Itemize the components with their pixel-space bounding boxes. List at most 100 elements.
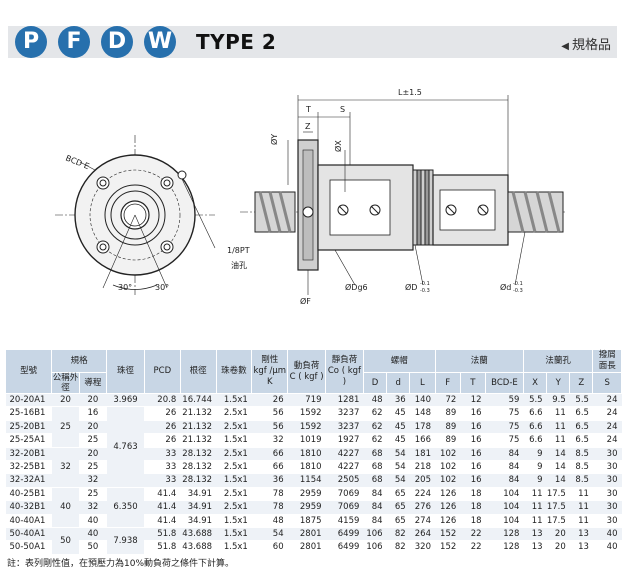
cell-nut-d-inner: 54: [386, 447, 410, 462]
cell-hole-x: 5.5: [523, 393, 547, 408]
cell-nut-d-inner: 65: [386, 487, 410, 502]
cell-circuits: 2.5x1: [216, 460, 252, 475]
cell-static-load: 3237: [325, 420, 364, 435]
cell-hole-x: 9: [523, 473, 547, 488]
cell-dyn-load: 1875: [287, 514, 326, 529]
cell-stiffness: 54: [251, 527, 288, 542]
cell-model: 25-25A1: [5, 433, 52, 448]
cell-hole-z: 11: [569, 500, 593, 515]
spec-link[interactable]: ◀規格品: [561, 34, 611, 53]
dim-t: T: [305, 105, 311, 114]
cell-dyn-load: 2959: [287, 487, 326, 502]
cell-dyn-load: 1019: [287, 433, 326, 448]
cell-hole-y: 17.5: [546, 487, 570, 502]
cell-model: 25-16B1: [5, 406, 52, 421]
cell-bcd-e: 84: [485, 447, 524, 462]
cell-hole-x: 6.6: [523, 420, 547, 435]
cell-dyn-load: 1592: [287, 420, 326, 435]
cell-hole-x: 9: [523, 460, 547, 475]
cell-hole-x: 13: [523, 540, 547, 555]
cell-wiper-s: 24: [592, 406, 622, 421]
oil-hole-label: 1/8PT: [227, 246, 250, 255]
cell-static-load: 3237: [325, 406, 364, 421]
cell-flange-f: 126: [435, 500, 461, 515]
footnote: 註：表列剛性值，在預壓力為10%動負荷之條件下計算。: [7, 559, 235, 569]
cell-stiffness: 56: [251, 406, 288, 421]
cell-hole-z: 13: [569, 527, 593, 542]
cell-hole-y: 17.5: [546, 500, 570, 515]
cell-stiffness: 32: [251, 433, 288, 448]
cell-hole-z: 6.5: [569, 433, 593, 448]
cell-hole-y: 14: [546, 473, 570, 488]
cell-model: 32-20B1: [5, 447, 52, 462]
cell-nut-l: 140: [409, 393, 435, 408]
cell-pcd: 33: [144, 473, 181, 488]
angle-label-left: 30°: [118, 283, 132, 292]
cell-flange-f: 126: [435, 487, 461, 502]
bcd-label: BCD E: [64, 154, 90, 172]
logo-letter-f: F: [58, 26, 90, 58]
cell-nut-l: 276: [409, 500, 435, 515]
cell-nominal-od: 20: [51, 393, 80, 408]
cell-bcd-e: 128: [485, 527, 524, 542]
cell-lead: 25: [79, 433, 107, 448]
col-header-d-inner: d: [386, 372, 411, 394]
cell-model: 32-25B1: [5, 460, 52, 475]
cell-flange-t: 16: [460, 420, 486, 435]
col-header-t: T: [459, 372, 487, 394]
cell-pcd: 51.8: [144, 527, 181, 542]
dim-d-outer: ØD: [405, 282, 417, 292]
cell-flange-f: 102: [435, 460, 461, 475]
cell-circuits: 1.5x1: [216, 514, 252, 529]
cell-flange-f: 126: [435, 514, 461, 529]
cell-flange-f: 152: [435, 540, 461, 555]
cell-pcd: 41.4: [144, 500, 181, 515]
dim-l: L±1.5: [398, 88, 422, 97]
cell-bcd-e: 128: [485, 540, 524, 555]
cell-stiffness: 60: [251, 540, 288, 555]
cell-hole-y: 14: [546, 447, 570, 462]
cell-wiper-s: 30: [592, 487, 622, 502]
cell-nut-l: 166: [409, 433, 435, 448]
cell-hole-z: 8.5: [569, 447, 593, 462]
cell-wiper-s: 24: [592, 393, 622, 408]
cell-flange-f: 89: [435, 433, 461, 448]
cell-wiper-s: 40: [592, 540, 622, 555]
dim-y: ØY: [269, 134, 279, 145]
cell-pcd: 33: [144, 460, 181, 475]
cell-root-dia: 34.91: [180, 487, 217, 502]
cell-model: 40-25B1: [5, 487, 52, 502]
cell-nut-d-outer: 84: [363, 500, 387, 515]
cell-nut-d-inner: 65: [386, 514, 410, 529]
logo-letter-w: W: [144, 26, 176, 58]
col-header-x: X: [522, 372, 548, 394]
cell-flange-t: 16: [460, 460, 486, 475]
cell-bcd-e: 84: [485, 473, 524, 488]
col-header-f: F: [434, 372, 461, 394]
cell-stiffness: 48: [251, 514, 288, 529]
col-header-circuits: 珠卷數: [215, 349, 253, 394]
cell-hole-z: 6.5: [569, 420, 593, 435]
col-header-d-outer: D: [362, 372, 388, 394]
cell-model: 40-40A1: [5, 514, 52, 529]
cell-nut-d-inner: 82: [386, 527, 410, 542]
cell-flange-f: 89: [435, 406, 461, 421]
cell-flange-t: 18: [460, 514, 486, 529]
cell-static-load: 4227: [325, 460, 364, 475]
col-header-s: S: [592, 372, 622, 394]
cell-nut-d-inner: 82: [386, 540, 410, 555]
cell-wiper-s: 30: [592, 460, 622, 475]
cell-circuits: 2.5x1: [216, 447, 252, 462]
col-header-l: L: [409, 372, 436, 394]
cell-dyn-load: 719: [287, 393, 326, 408]
triangle-left-icon: ◀: [561, 41, 569, 52]
cell-nut-l: 205: [409, 473, 435, 488]
cell-model: 40-32B1: [5, 500, 52, 515]
cell-hole-z: 11: [569, 487, 593, 502]
cell-flange-t: 18: [460, 487, 486, 502]
cell-bcd-e: 75: [485, 420, 524, 435]
spec-link-label: 規格品: [571, 38, 611, 53]
